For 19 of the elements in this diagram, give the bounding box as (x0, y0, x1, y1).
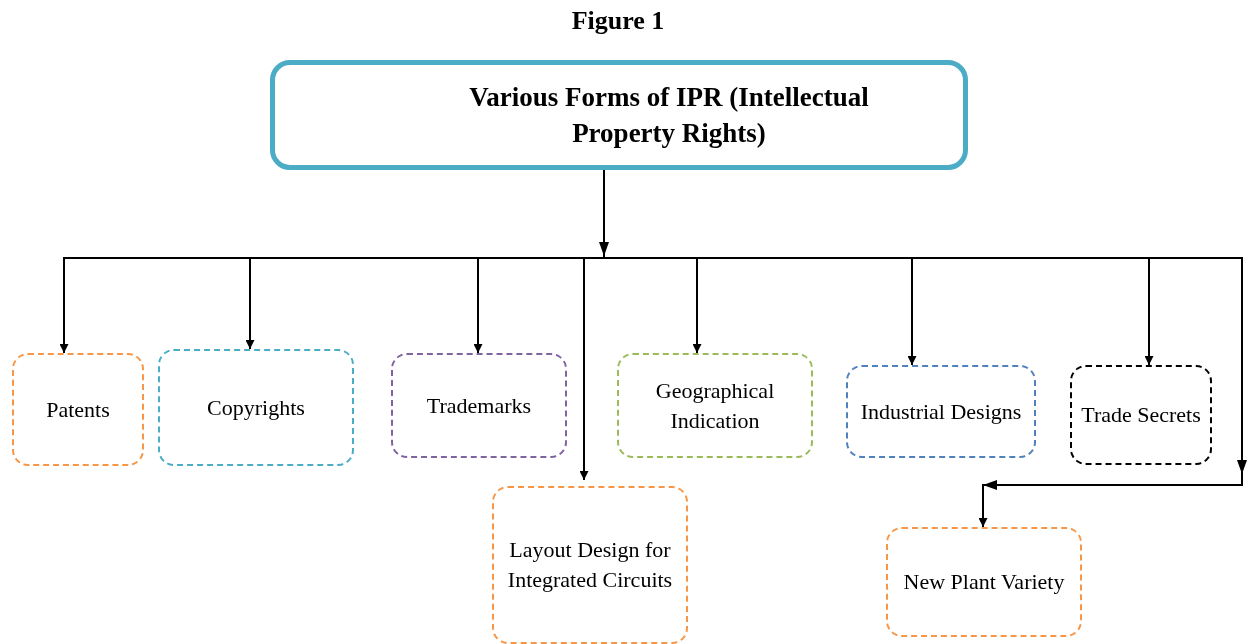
category-box (12, 353, 144, 466)
box-label: Various Forms of IPR (Intellectual Property Rights) (468, 80, 870, 150)
category-box (158, 349, 354, 466)
figure-title: Figure 1 (570, 6, 666, 36)
box-label: New Plant Variety (903, 568, 1065, 597)
box-label: Layout Design for Integrated Circuits (506, 536, 674, 594)
box-label: Industrial Designs (860, 397, 1022, 426)
category-box (391, 353, 567, 458)
box-label: Copyrights (207, 393, 305, 422)
category-box (1070, 365, 1212, 465)
root-box (270, 60, 968, 170)
box-label: Trade Secrets (1081, 401, 1201, 430)
box-label: Patents (46, 395, 110, 424)
category-box (492, 486, 688, 644)
box-label: Trademarks (426, 391, 532, 420)
category-box (886, 527, 1082, 637)
box-label: Geographical Indication (654, 376, 776, 435)
category-box (846, 365, 1036, 458)
category-box (617, 353, 813, 458)
